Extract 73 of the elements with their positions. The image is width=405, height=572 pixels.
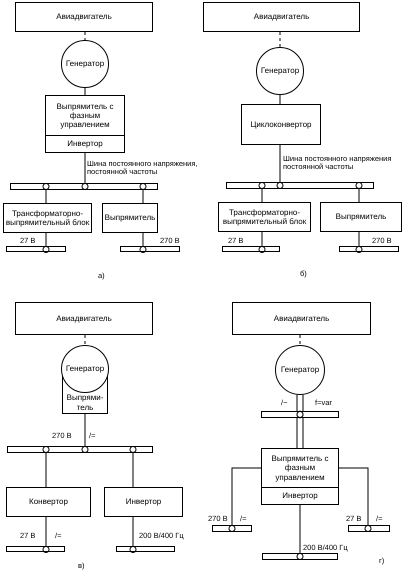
- connector-line: [130, 516, 136, 553]
- node-text: Выпрями- тель: [66, 393, 104, 412]
- connector-line: [42, 232, 50, 253]
- bus-bar: [116, 546, 175, 552]
- node-text: Генератор: [64, 364, 106, 374]
- shaft-link: [84, 334, 86, 346]
- node-text: Выпрямитель с фазным управлением: [270, 453, 330, 484]
- connector-line: [82, 414, 88, 453]
- process-box: [218, 202, 311, 232]
- node-text: Инвертор: [46, 135, 124, 152]
- bus-bar: [226, 182, 374, 189]
- bus-bar: [348, 525, 390, 532]
- bus-bar: [7, 446, 153, 453]
- node-text: Авиадвигатель: [252, 12, 310, 22]
- connector-line: [296, 504, 304, 560]
- connector-line: [130, 446, 136, 488]
- connector-line: [276, 144, 284, 189]
- process-box: [241, 104, 321, 145]
- generator-circle: [275, 345, 325, 395]
- node-text: Генератор: [64, 59, 106, 69]
- process-box: [102, 203, 158, 233]
- generator-circle: [256, 47, 304, 95]
- bus-bar: [261, 411, 339, 418]
- node-text: Трансформаторно-выпрямительный блок: [4, 208, 90, 228]
- node-text: Циклоконвертор: [250, 120, 312, 130]
- connector-line: [140, 232, 146, 253]
- node-text: Выпрямитель: [104, 213, 156, 223]
- node-text: Инвертор: [262, 487, 338, 504]
- connector-line: [42, 516, 50, 553]
- bus-bar: [339, 246, 399, 252]
- process-box: [232, 302, 371, 335]
- node-text: Выпрямитель с фазным управлением: [56, 100, 114, 132]
- process-box: [62, 392, 108, 414]
- node-text: Авиадвигатель: [55, 12, 113, 22]
- connector-line: [338, 468, 372, 532]
- process-box: [6, 487, 91, 517]
- bus-bar: [212, 525, 252, 532]
- bus-bar: [262, 553, 338, 560]
- process-box: [3, 203, 92, 233]
- node-text: Трансформаторно-выпрямительный блок: [222, 208, 308, 226]
- connector-line: [296, 411, 304, 448]
- process-box: [320, 202, 402, 232]
- connector-line: [84, 88, 86, 96]
- connector-line: [356, 182, 362, 202]
- node-text: Генератор: [280, 365, 320, 375]
- connector-line: [42, 183, 50, 204]
- shaft-link: [84, 32, 86, 40]
- connector-line: [82, 152, 88, 190]
- generator-circle: [61, 40, 109, 88]
- node-text: Инвертор: [124, 497, 162, 507]
- connector-line: [356, 232, 362, 253]
- bus-bar: [10, 183, 158, 190]
- node-text: Выпрямитель: [334, 212, 388, 222]
- node-text: Авиадвигатель: [272, 314, 330, 324]
- bus-bar: [6, 246, 66, 252]
- bus-bar: [120, 246, 180, 252]
- bus-bar: [6, 546, 65, 552]
- process-box: [203, 2, 360, 32]
- generator-circle: [61, 345, 109, 393]
- process-box: [104, 487, 183, 517]
- connector-line: [258, 232, 266, 253]
- node-text: Авиадвигатель: [55, 314, 113, 324]
- connector-line: [228, 468, 262, 532]
- connector-line: [258, 182, 266, 202]
- process-box: [15, 2, 153, 32]
- split-box: [261, 448, 339, 505]
- connector-line: [42, 446, 50, 488]
- node-text: Конвертор: [28, 497, 69, 507]
- node-text: Генератор: [260, 66, 300, 76]
- connector-line: [140, 183, 146, 204]
- split-box: [45, 95, 125, 153]
- process-box: [15, 302, 153, 335]
- bus-bar: [222, 246, 280, 252]
